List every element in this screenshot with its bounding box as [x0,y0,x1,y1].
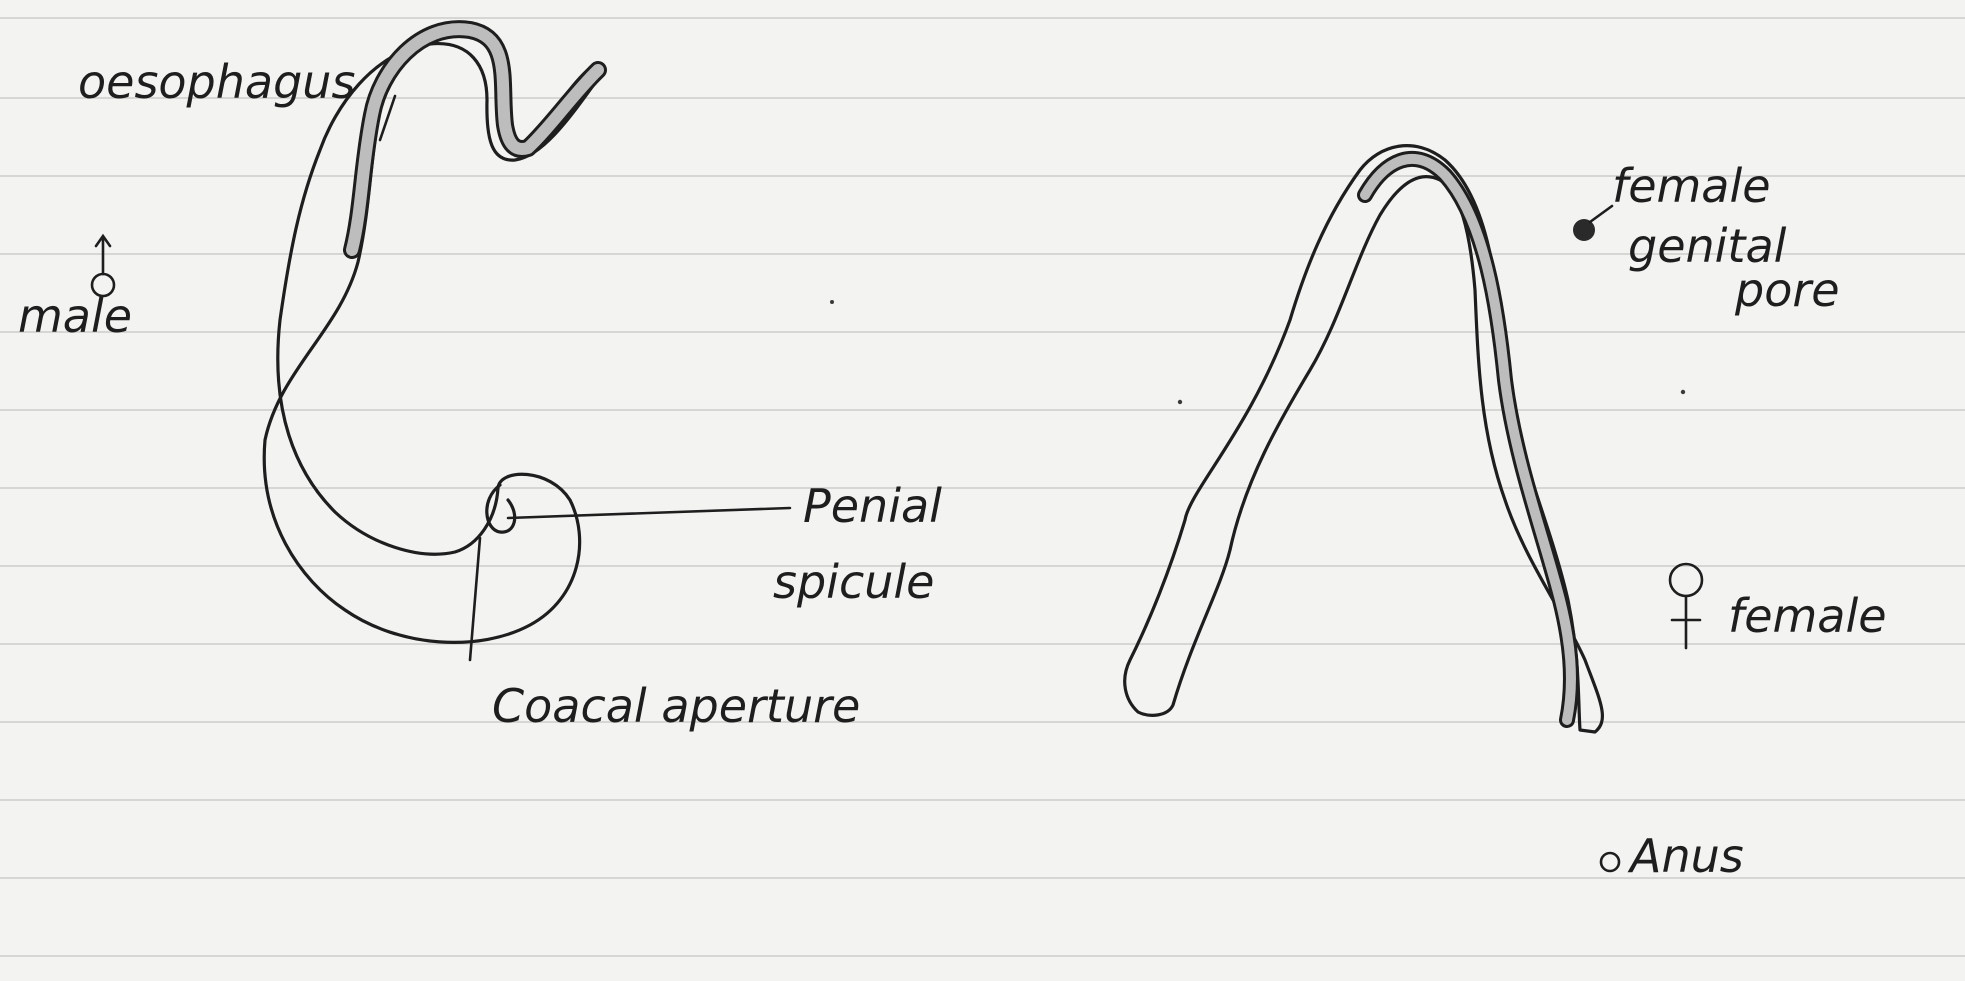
female-genital-pore-label-3: pore [1734,263,1840,317]
oesophagus-label: oesophagus [78,55,355,109]
female-label: female [1728,589,1887,643]
anus-mark [1601,853,1619,871]
male-oesophagus-fill [352,29,598,250]
female-genital-pore-pointer [1590,206,1612,222]
stray-dot [830,300,834,304]
stray-dot [1681,390,1685,394]
penial-spicule-pointer [508,508,790,518]
female-genital-pore-label-1: female [1612,159,1771,213]
penial-spicule-label-2: spicule [773,555,934,609]
cloacal-aperture-label: Coacal aperture [492,679,860,733]
male-label: male [18,289,132,343]
penial-spicule-label-1: Penial [803,479,942,533]
female-symbol-icon [1670,564,1702,648]
anus-label: Anus [1627,829,1744,883]
stray-dot [1178,400,1182,404]
male-worm [264,26,600,643]
male-symbol-icon [92,236,114,296]
penial-spicule [487,485,515,532]
